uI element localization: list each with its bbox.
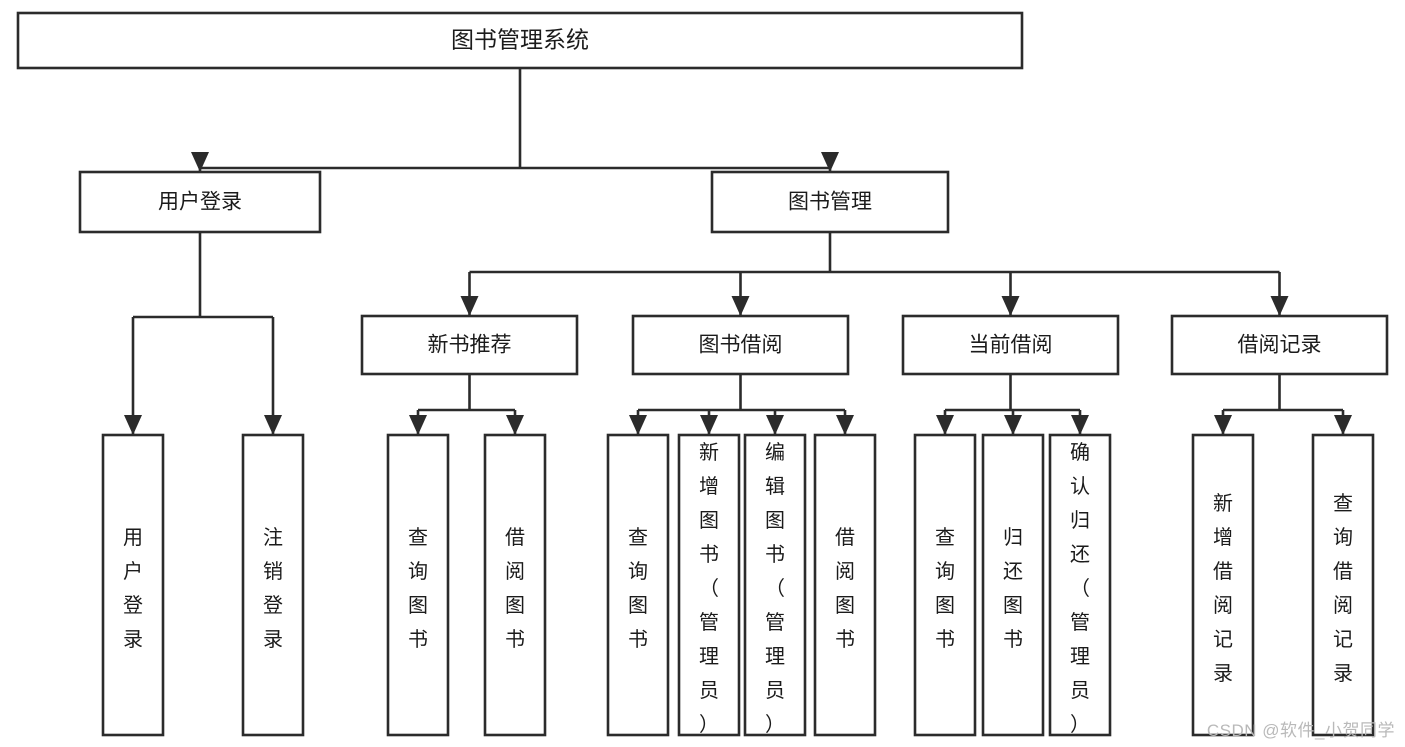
arrow-head: [766, 415, 784, 435]
node-label-leaf-re-query: 查询借阅记录: [1333, 492, 1353, 685]
node-label-leaf-bo-edit: 编辑图书（管理员）: [765, 441, 785, 736]
arrow-head: [936, 415, 954, 435]
node-bookmgr[interactable]: 图书管理: [710, 170, 950, 234]
node-label-leaf-bo-add: 新增图书（管理员）: [699, 441, 719, 736]
node-leaf-bo-edit[interactable]: 编辑图书（管理员）: [743, 433, 807, 737]
arrow-head: [191, 152, 209, 172]
arrow-head: [821, 152, 839, 172]
node-current[interactable]: 当前借阅: [901, 314, 1120, 376]
node-box-leaf-nb-borrow: [483, 433, 547, 737]
node-box-leaf-nb-query: [386, 433, 450, 737]
node-label-login: 用户登录: [158, 191, 242, 214]
node-leaf-cu-return[interactable]: 归还图书: [981, 433, 1045, 737]
node-leaf-nb-borrow[interactable]: 借阅图书: [483, 433, 547, 737]
node-label-leaf-user-logout: 注销登录: [263, 526, 283, 651]
node-box-records: [1170, 314, 1389, 376]
node-leaf-bo-borrow[interactable]: 借阅图书: [813, 433, 877, 737]
node-box-root: [16, 11, 1024, 70]
node-box-leaf-user-logout: [241, 433, 305, 737]
node-label-leaf-nb-borrow: 借阅图书: [505, 526, 525, 651]
node-box-leaf-bo-query: [606, 433, 670, 737]
arrow-head: [409, 415, 427, 435]
node-leaf-user-logout[interactable]: 注销登录: [241, 433, 305, 737]
node-leaf-user-login[interactable]: 用户登录: [101, 433, 165, 737]
node-box-leaf-bo-borrow: [813, 433, 877, 737]
node-label-leaf-user-login: 用户登录: [123, 527, 143, 651]
arrow-head: [1270, 296, 1289, 316]
connectors-layer: [124, 68, 1352, 435]
connector-group-borrow: [629, 374, 854, 435]
connector-group-newbook: [409, 374, 524, 435]
node-box-leaf-re-query: [1311, 433, 1375, 737]
connector-group-records: [1214, 374, 1352, 435]
node-login[interactable]: 用户登录: [78, 170, 322, 234]
arrow-head: [1001, 296, 1020, 316]
arrow-head: [124, 415, 142, 435]
arrow-head: [1004, 415, 1022, 435]
connector-group-bookmgr: [460, 232, 1289, 316]
node-box-borrow: [631, 314, 850, 376]
arrow-head: [700, 415, 718, 435]
node-records[interactable]: 借阅记录: [1170, 314, 1389, 376]
node-label-leaf-cu-confirm: 确认归还（管理员）: [1070, 441, 1090, 736]
node-box-newbook: [360, 314, 579, 376]
arrow-head: [1214, 415, 1232, 435]
node-label-leaf-cu-query: 查询图书: [935, 526, 955, 651]
node-leaf-bo-add[interactable]: 新增图书（管理员）: [677, 433, 741, 737]
node-label-leaf-re-add: 新增借阅记录: [1213, 492, 1233, 685]
arrow-head: [836, 415, 854, 435]
node-label-leaf-nb-query: 查询图书: [408, 526, 428, 651]
node-newbook[interactable]: 新书推荐: [360, 314, 579, 376]
node-label-current: 当前借阅: [969, 334, 1053, 357]
connector-group-root: [191, 68, 839, 172]
node-box-leaf-user-login: [101, 433, 165, 737]
node-label-borrow: 图书借阅: [699, 334, 783, 357]
node-label-newbook: 新书推荐: [428, 334, 512, 357]
arrow-head: [264, 415, 282, 435]
arrow-head: [731, 296, 750, 316]
node-label-bookmgr: 图书管理: [788, 191, 872, 214]
node-box-bookmgr: [710, 170, 950, 234]
node-root[interactable]: 图书管理系统: [16, 11, 1024, 70]
node-box-leaf-re-add: [1191, 433, 1255, 737]
node-box-leaf-bo-add: [677, 433, 741, 737]
connector-group-login: [124, 232, 282, 435]
node-box-leaf-cu-return: [981, 433, 1045, 737]
node-box-login: [78, 170, 322, 234]
node-leaf-bo-query[interactable]: 查询图书: [606, 433, 670, 737]
node-label-leaf-cu-return: 归还图书: [1003, 526, 1023, 651]
node-label-root: 图书管理系统: [451, 27, 589, 53]
arrow-head: [506, 415, 524, 435]
arrow-head: [1334, 415, 1352, 435]
nodes-layer: 图书管理系统用户登录图书管理新书推荐图书借阅当前借阅借阅记录用户登录注销登录查询…: [16, 11, 1389, 737]
node-label-records: 借阅记录: [1238, 334, 1322, 357]
node-leaf-cu-query[interactable]: 查询图书: [913, 433, 977, 737]
node-leaf-cu-confirm[interactable]: 确认归还（管理员）: [1048, 433, 1112, 737]
node-box-leaf-bo-edit: [743, 433, 807, 737]
node-leaf-re-query[interactable]: 查询借阅记录: [1311, 433, 1375, 737]
node-leaf-re-add[interactable]: 新增借阅记录: [1191, 433, 1255, 737]
connector-group-current: [936, 374, 1089, 435]
node-box-current: [901, 314, 1120, 376]
node-label-leaf-bo-query: 查询图书: [628, 526, 648, 651]
node-label-leaf-bo-borrow: 借阅图书: [835, 526, 855, 651]
node-borrow[interactable]: 图书借阅: [631, 314, 850, 376]
node-box-leaf-cu-query: [913, 433, 977, 737]
arrow-head: [629, 415, 647, 435]
arrow-head: [460, 296, 479, 316]
node-leaf-nb-query[interactable]: 查询图书: [386, 433, 450, 737]
arrow-head: [1071, 415, 1089, 435]
node-box-leaf-cu-confirm: [1048, 433, 1112, 737]
